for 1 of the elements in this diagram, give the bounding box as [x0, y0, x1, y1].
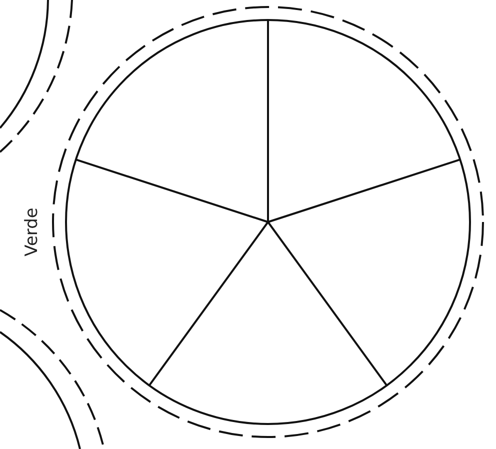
side-label: Verde — [22, 208, 42, 256]
